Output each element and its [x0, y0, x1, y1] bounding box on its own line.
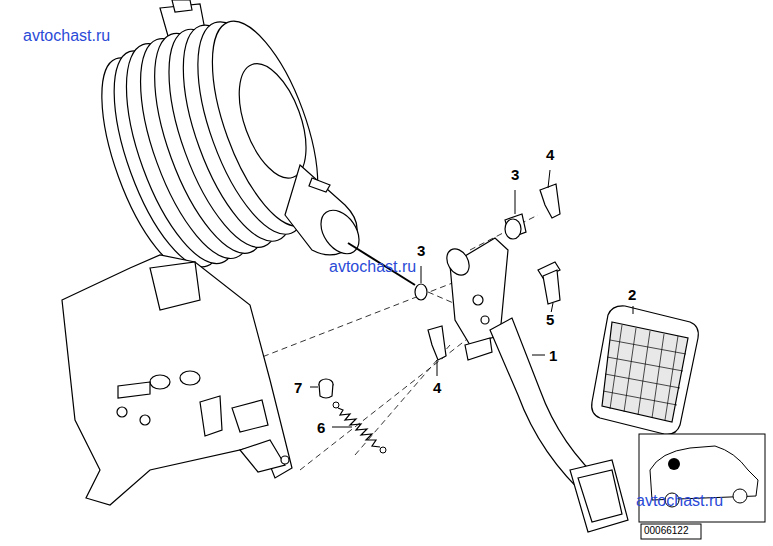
callout-number: 3	[510, 167, 520, 182]
callout-number: 4	[432, 380, 442, 395]
watermark: avtochast.ru	[22, 28, 111, 44]
drawing-number: 00066122	[642, 525, 691, 537]
callout-number: 6	[316, 420, 326, 435]
callout-number: 4	[545, 147, 555, 162]
callout-number: 2	[627, 287, 637, 302]
callout-number: 1	[548, 348, 558, 363]
watermark: avtochast.ru	[635, 493, 724, 509]
callout-number: 5	[545, 312, 555, 327]
callout-number: 3	[416, 243, 426, 258]
watermark: avtochast.ru	[328, 259, 417, 275]
callout-number: 7	[293, 380, 303, 395]
